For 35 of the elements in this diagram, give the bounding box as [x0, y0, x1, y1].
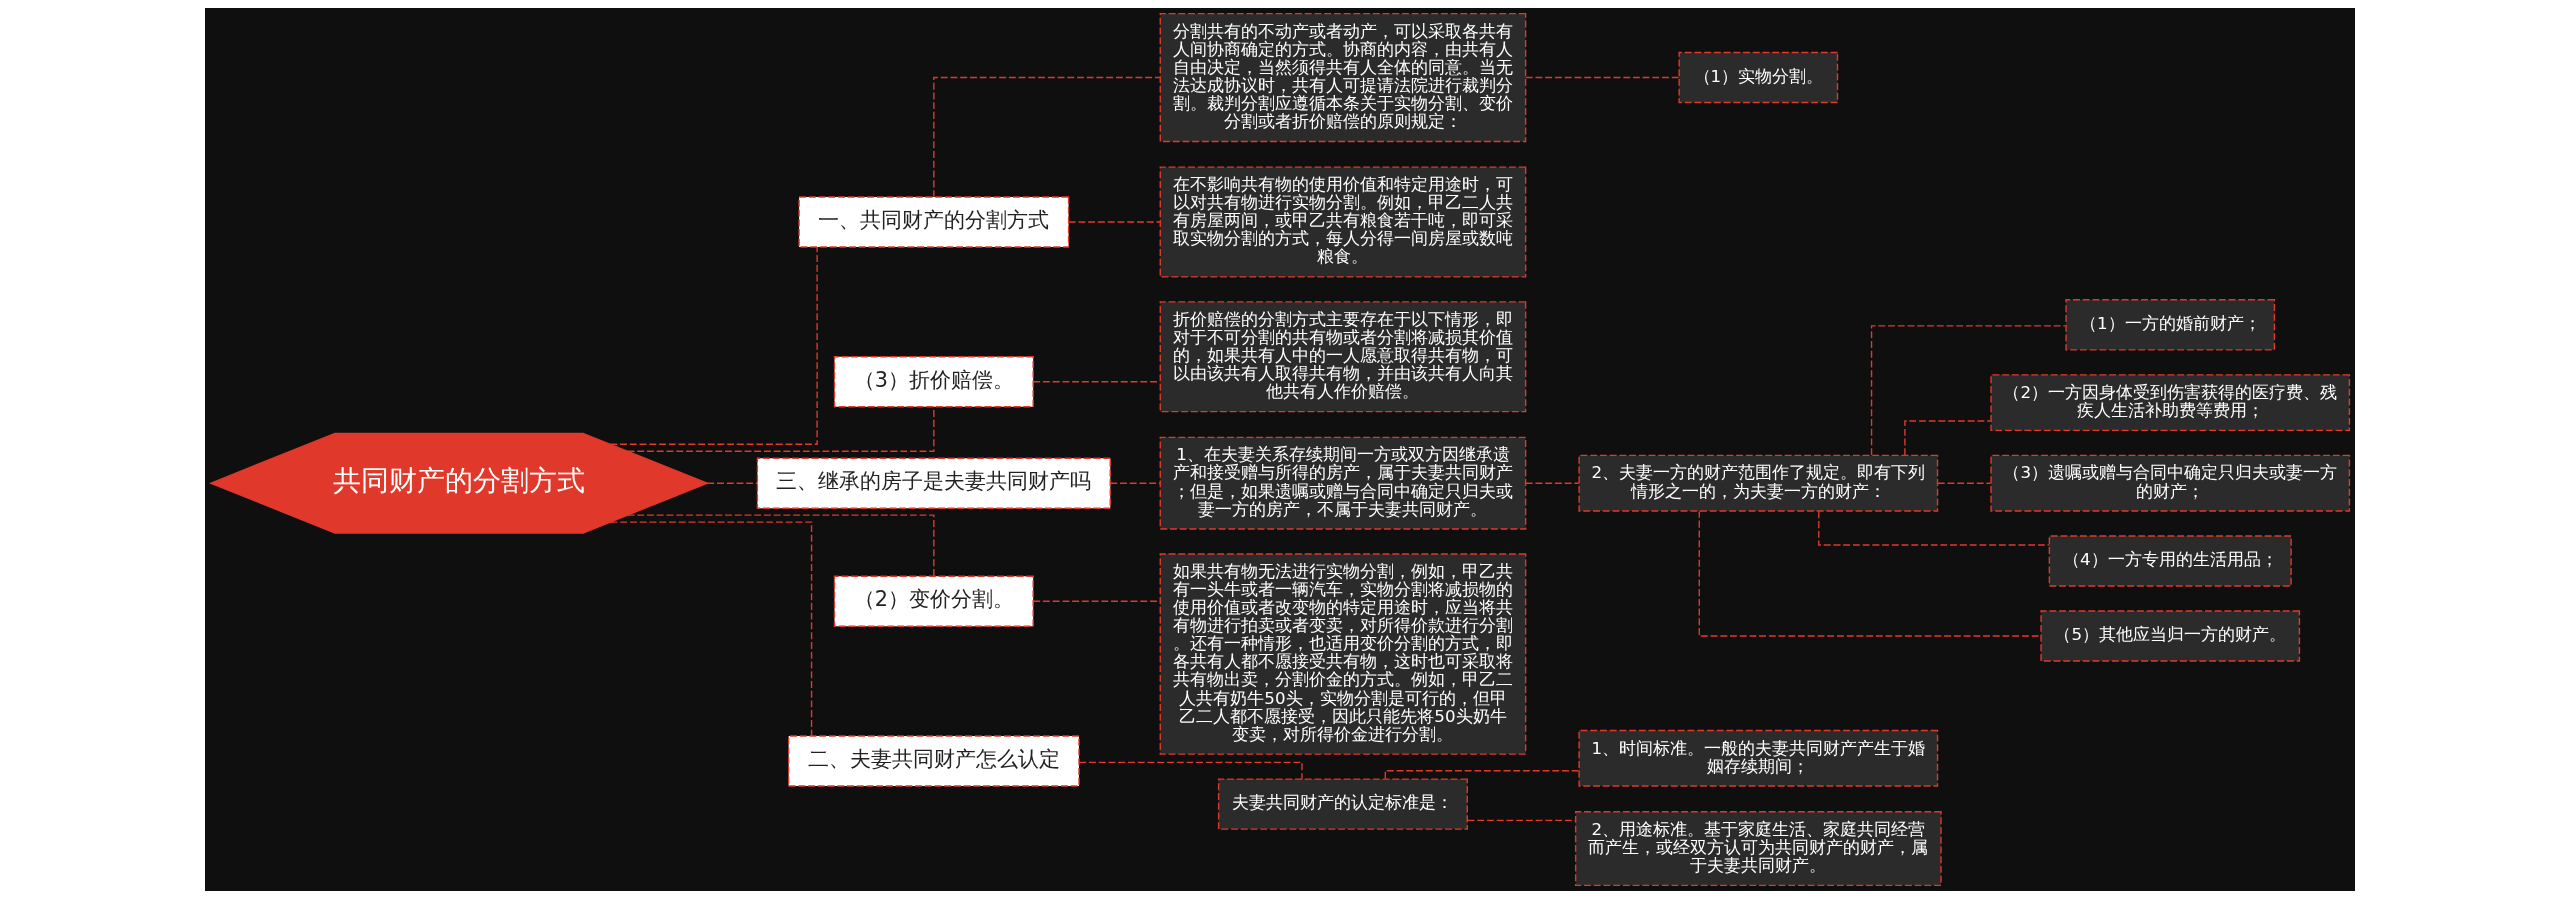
connector	[1109, 482, 1161, 484]
connector	[627, 514, 935, 577]
node-box: 如果共有物无法进行实物分割，例如，甲乙共有一头牛或者一辆汽车，实物分割将减损物的使用价值或者改变物的特定用途时，应当将共有物进行拍卖或者变卖，对所得价款进行分割。还有一种情形，也适用变价分割的方式，即各共有人都不愿接受共有物，这时也可采取将共有物出卖，分割价金的方式。例如，甲乙二人共有奶牛50头，实物分割是可行的，但甲乙二人都不愿接受，因此只能先将50头奶牛变卖，对所得价金进行分割。	[1159, 553, 1527, 755]
connector	[706, 482, 758, 484]
node-box: （3）遗嘱或赠与合同中确定只归夫或妻一方的财产；	[1990, 454, 2351, 512]
connector	[1068, 221, 1161, 223]
connector	[609, 246, 818, 445]
connector	[1870, 325, 2067, 456]
node-box: （1）一方的婚前财产；	[2065, 299, 2276, 351]
node-box: 一、共同财产的分割方式	[798, 196, 1070, 248]
node-box: 折价赔偿的分割方式主要存在于以下情形，即对于不可分割的共有物或者分割将减损其价值的，如果共有人中的一人愿意取得共有物，可以由该共有人取得共有物，并由该共有人向其他共有人作价赔偿。	[1159, 301, 1527, 413]
node-box: 2、用途标准。基于家庭生活、家庭共同经营而产生，或经双方认可为共同财产的财产，属于夫妻共同财产。	[1574, 811, 1942, 887]
connector	[1698, 510, 2042, 637]
node-box: 夫妻共同财产的认定标准是：	[1217, 778, 1468, 830]
node-box: 三、继承的房子是夫妻共同财产吗	[756, 457, 1111, 509]
connector	[1818, 510, 2050, 546]
node-box: （2）一方因身体受到伤害获得的医疗费、残疾人生活补助费等费用；	[1990, 374, 2351, 432]
node-box: 分割共有的不动产或者动产，可以采取各共有人间协商确定的方式。协商的内容，由共有人自由决定，当然须得共有人全体的同意。当无法达成协议时，共有人可提请法院进行裁判分割。裁判分割应遵循本条关于实物分割、变价分割或者折价赔偿的原则规定：	[1159, 12, 1527, 143]
connector	[1904, 420, 1992, 457]
connector	[1937, 482, 1992, 484]
node-box: （4）一方专用的生活用品；	[2048, 535, 2292, 587]
node-box: （2）变价分割。	[833, 575, 1034, 627]
connector	[1525, 76, 1680, 79]
node-box: 1、时间标准。一般的夫妻共同财产产生于婚姻存续期间；	[1578, 729, 1939, 787]
node-box: 1、在夫妻关系存续期间一方或双方因继承遗产和接受赠与所得的房产，属于夫妻共同财产；但是，如果遗嘱或赠与合同中确定只归夫或妻一方的房产，不属于夫妻共同财产。	[1159, 436, 1527, 530]
connector	[1525, 482, 1580, 484]
node-box: 2、夫妻一方的财产范围作了规定。即有下列情形之一的，为夫妻一方的财产：	[1578, 454, 1939, 512]
connector	[609, 521, 813, 737]
node-box: 二、夫妻共同财产怎么认定	[787, 735, 1080, 787]
node-box: 在不影响共有物的使用价值和特定用途时，可以对共有物进行实物分割。例如，甲乙二人共有房屋两间，或甲乙共有粮食若干吨，即可采取实物分割的方式，每人分得一间房屋或数吨粮食。	[1159, 166, 1527, 278]
node-box: （3）折价赔偿。	[833, 356, 1034, 408]
connector	[933, 76, 1161, 198]
connector	[1384, 770, 1580, 780]
node-box: （1）实物分割。	[1678, 51, 1839, 104]
node-box: （5）其他应当归一方的财产。	[2040, 610, 2301, 662]
